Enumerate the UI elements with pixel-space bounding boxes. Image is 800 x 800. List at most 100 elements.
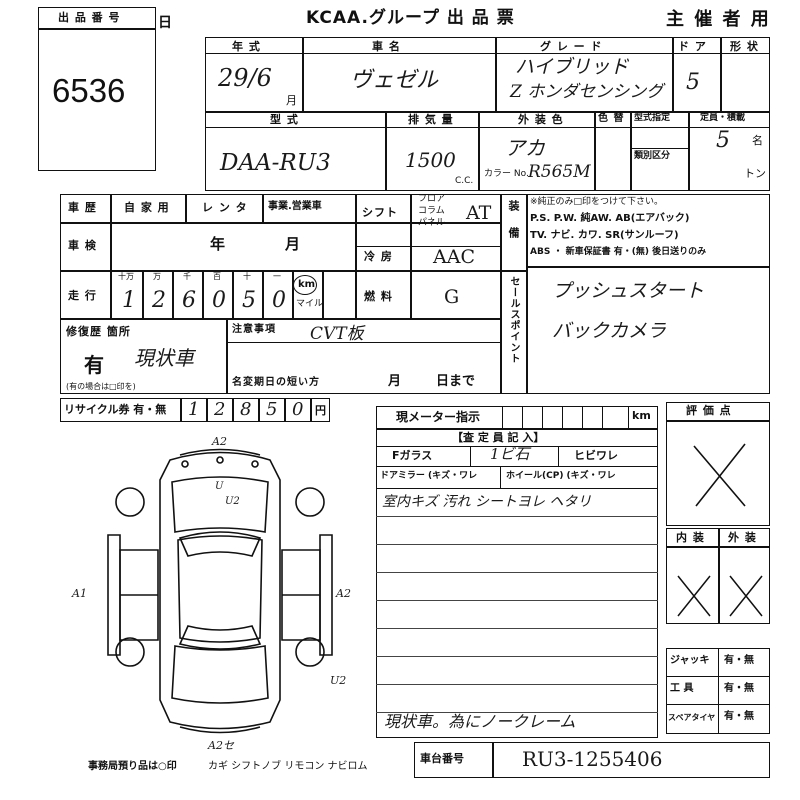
car-diagram [107, 448, 333, 734]
name-value: ヴェゼル [350, 68, 439, 93]
bottom-note: 現状車。為にノークレーム [384, 712, 576, 731]
divider [628, 406, 630, 428]
color-no-value: R565M [528, 162, 591, 182]
divider [582, 406, 584, 428]
ext-color-label: 外 装 色 [518, 113, 564, 126]
score-box [666, 402, 770, 526]
mark-left: A1 [72, 587, 87, 600]
divider [376, 600, 658, 601]
divider [302, 37, 304, 111]
repair-note: (有の場合は□印を) [66, 382, 136, 391]
grade-line2: Z ホンダセンシング [510, 82, 664, 102]
divider [470, 446, 472, 466]
meter-unit: km [632, 409, 651, 422]
mileage-digit: 6 [182, 288, 196, 313]
sales-point-2: バックカメラ [552, 320, 667, 342]
divider [232, 398, 234, 422]
divider [60, 270, 500, 272]
equip-line1: P.S. P.W. 純AW. AB(エアバック) [530, 213, 690, 224]
divider [562, 406, 564, 428]
displacement-label: 排 気 量 [408, 113, 454, 126]
divider [500, 194, 502, 394]
inspection-label: 車 検 [68, 239, 97, 252]
divider [205, 53, 770, 54]
sales-point-1: プッシュスタート [552, 280, 705, 302]
recycle-label: リサイクル券 有・無 [64, 403, 167, 416]
rental-label: レ ン タ [202, 201, 248, 214]
divider [500, 466, 502, 488]
divider [720, 37, 722, 111]
divider [262, 270, 264, 318]
divider [292, 270, 294, 318]
wheel-label: ホイール(CP) (キズ・ワレ [506, 471, 616, 481]
month-char: 月 [286, 94, 297, 107]
divider [718, 648, 720, 734]
shift-type-panel: パネル [418, 218, 446, 228]
interior-cross [677, 575, 711, 617]
business-label: 事業.営業車 [268, 201, 322, 212]
divider [672, 37, 674, 111]
chassis-number: RU3-1255406 [522, 747, 663, 771]
divider [376, 544, 658, 545]
divider [185, 194, 187, 222]
ac-label: 冷 房 [364, 250, 393, 263]
glass-crack-label: ヒビワレ [574, 449, 618, 462]
divider [542, 406, 544, 428]
divider [376, 684, 658, 685]
mile-unit: マイル [296, 299, 324, 309]
color-prefix: カラー No. [484, 169, 529, 179]
divider [526, 266, 770, 268]
divider [376, 466, 658, 467]
digit-header: 千 [183, 272, 191, 281]
divider [206, 398, 208, 422]
divider [226, 342, 500, 343]
divider [202, 270, 204, 318]
km-circle [293, 275, 317, 295]
body-type-label: 形 状 [730, 40, 759, 53]
recycle-digit: 8 [240, 399, 252, 420]
divider [666, 420, 770, 422]
divider [630, 148, 688, 149]
recycle-row [60, 398, 330, 422]
digit-header: 十万 [118, 272, 134, 281]
form-title: KCAA.グループ 出 品 票 [306, 8, 515, 28]
divider [205, 127, 770, 128]
repair-hand-note: 現状車 [134, 346, 194, 370]
inspection-year: 年 [210, 235, 226, 253]
exterior-label: 外 装 [728, 531, 757, 544]
office-items-list: カギ シフトノブ リモコン ナビロム [208, 761, 368, 772]
divider [284, 398, 286, 422]
mark-front-u2: U2 [225, 496, 240, 507]
divider [688, 111, 690, 191]
notes-header: 【査 定 員 記 入】 [452, 431, 545, 444]
day-char: 日 [158, 15, 172, 31]
divider [258, 398, 260, 422]
organizer-label: 主 催 者 用 [666, 9, 771, 30]
score-cross [693, 443, 746, 507]
accessory-value: 有・無 [724, 655, 754, 666]
color-no-label: 色 替 [598, 113, 625, 124]
equip-line2: TV. ナビ. カワ. SR(サンルーフ) [530, 230, 679, 241]
doors-value: 5 [686, 70, 700, 95]
recycle-digit: 2 [214, 399, 226, 420]
divider [38, 28, 156, 30]
accessory-label: 工 具 [670, 683, 694, 694]
divider [522, 406, 524, 428]
divider [310, 398, 312, 422]
name-label: 車 名 [372, 40, 401, 53]
shift-type-floor: フロア [418, 194, 446, 204]
fuel-value: G [444, 286, 460, 308]
divider [718, 528, 720, 624]
yen-unit: 円 [315, 404, 326, 417]
mark-right-lower: U2 [330, 674, 347, 687]
details-block [60, 194, 770, 394]
lot-number-box [38, 7, 156, 171]
mark-right: A2 [336, 587, 351, 600]
doors-label: ド ア [678, 40, 707, 53]
accessory-value: 有・無 [724, 711, 754, 722]
divider [60, 318, 500, 320]
mileage-digit: 2 [152, 288, 166, 313]
divider [376, 628, 658, 629]
shift-type-column: コラム [418, 206, 445, 216]
divider [376, 428, 658, 430]
